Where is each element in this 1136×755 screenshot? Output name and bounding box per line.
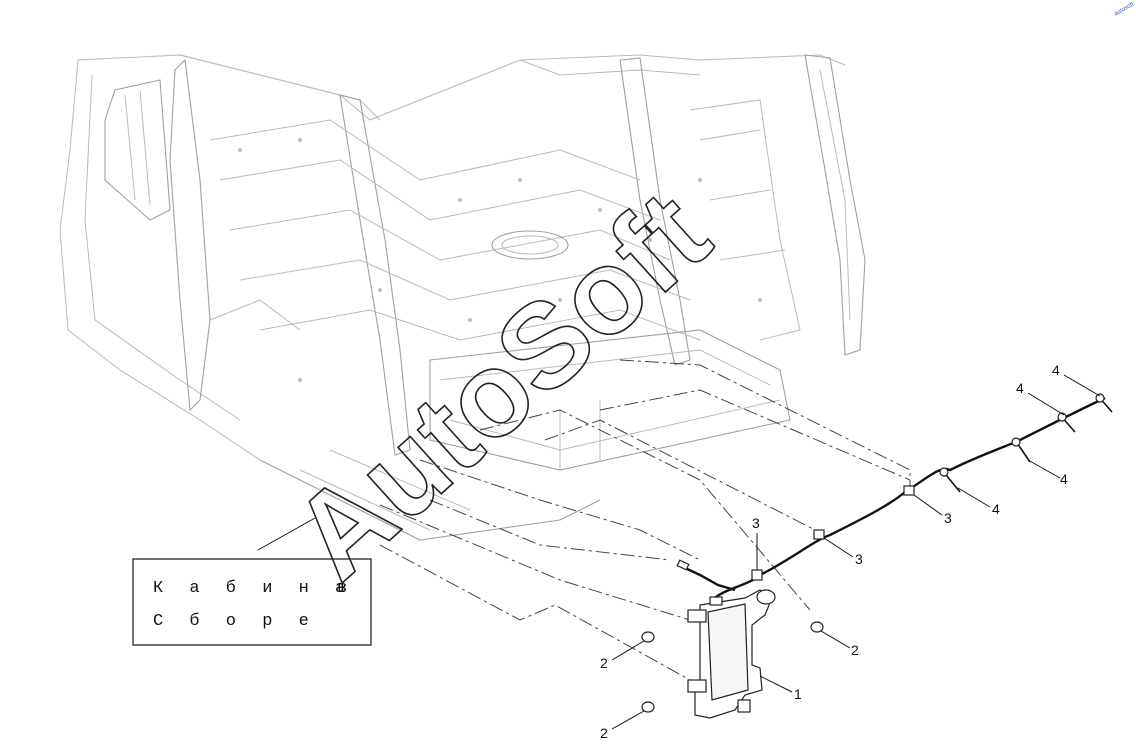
pump-connector xyxy=(709,596,723,606)
cab-label-frame xyxy=(132,558,372,646)
tank-mount-bracket-lower xyxy=(687,679,707,693)
hose-end-connector xyxy=(676,559,690,571)
callout-2-nut-right: 2 xyxy=(851,642,859,658)
callout-4-nozzle-c: 4 xyxy=(1016,380,1024,396)
washer-hose-assembly xyxy=(676,393,1113,601)
callout-4-nozzle-b: 4 xyxy=(1060,471,1068,487)
callout-1-tank: 1 xyxy=(794,686,802,702)
nut-left-upper xyxy=(641,631,655,643)
callout-2-nut-left-upper: 2 xyxy=(600,655,608,671)
mounting-nuts xyxy=(641,621,824,713)
watermark-text: AutoSoft xyxy=(268,166,734,604)
autosoft-watermark: AutoSoft xyxy=(267,165,735,605)
assembly-centerlines xyxy=(379,359,911,681)
cab-label-line1: К а б и н а xyxy=(153,579,353,598)
callout-4-nozzle-d: 4 xyxy=(1052,362,1060,378)
callout-3-clip-c: 3 xyxy=(944,510,952,526)
corner-logo: autosoft xyxy=(1114,1,1136,17)
washer-reservoir-tank xyxy=(687,589,776,719)
clip-3-c xyxy=(903,485,915,496)
clip-3-a xyxy=(751,569,763,581)
callout-leaders xyxy=(257,374,1101,730)
nozzle-4-d xyxy=(1095,393,1113,413)
callout-3-clip-a: 3 xyxy=(752,515,760,531)
tank-mount-bracket-upper xyxy=(687,609,707,623)
callout-4-nozzle-a: 4 xyxy=(992,501,1000,517)
callout-3-clip-b: 3 xyxy=(855,551,863,567)
nut-left-lower xyxy=(641,701,655,713)
cab-assembly-label: К а б и н а в С б о р е xyxy=(132,558,372,646)
cab-body-drawing xyxy=(59,54,866,541)
cab-label-line1-suffix: в xyxy=(337,579,355,598)
clip-3-b xyxy=(813,529,825,540)
nozzle-4-a xyxy=(939,467,961,493)
callout-labels: 1 2 2 2 3 3 3 4 4 4 4 xyxy=(600,362,1068,741)
cab-label-line2: С б о р е xyxy=(153,612,317,631)
nut-right xyxy=(810,621,824,633)
callout-2-nut-left-lower: 2 xyxy=(600,725,608,741)
nozzle-4-b xyxy=(1011,437,1031,463)
